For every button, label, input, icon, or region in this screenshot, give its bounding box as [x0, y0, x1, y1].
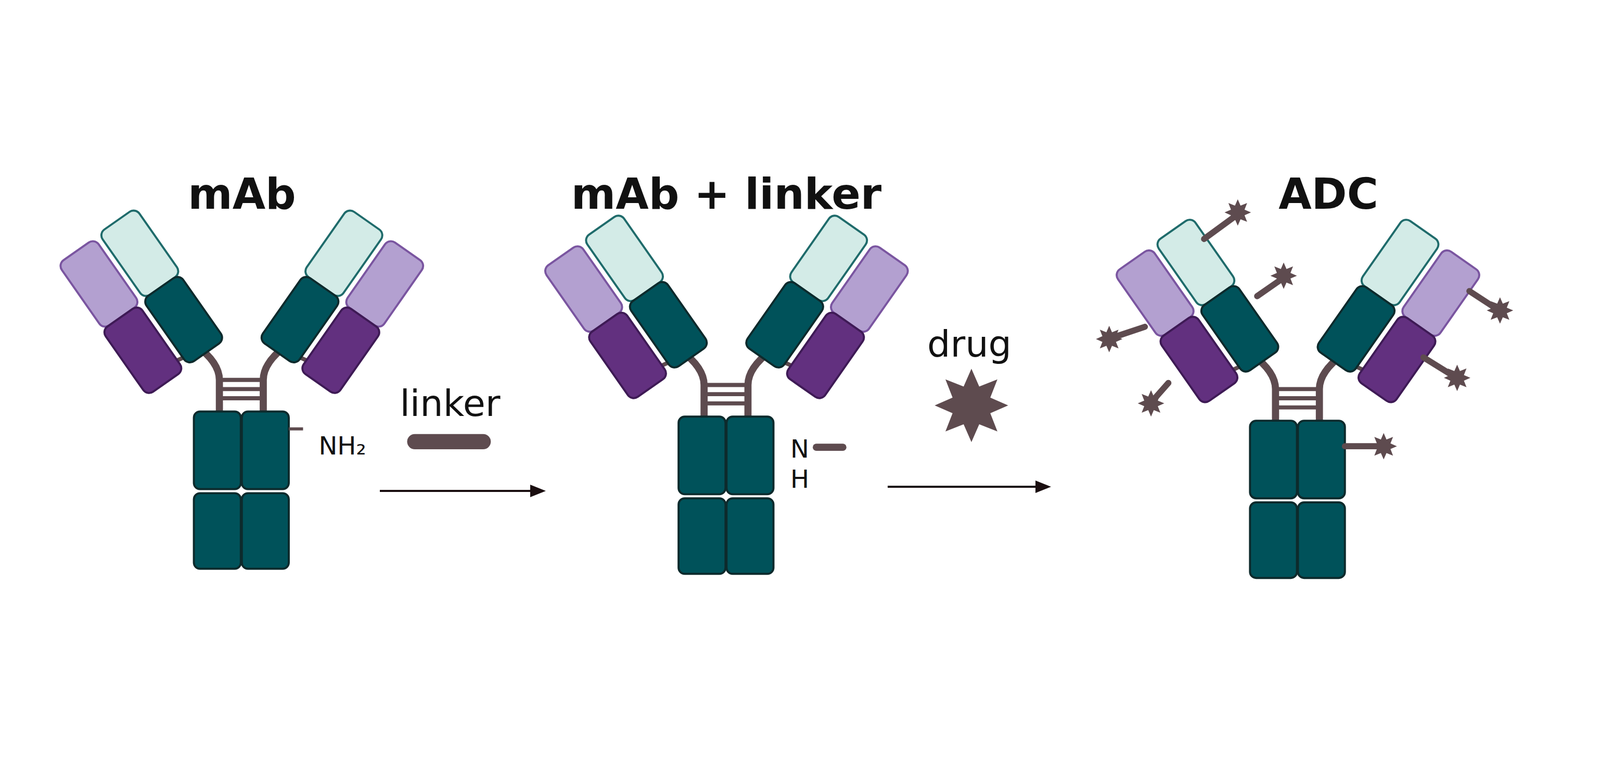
- drug-stalks: [1114, 216, 1496, 446]
- stage-title: ADC: [1121, 169, 1535, 219]
- antibody-mab: [57, 207, 427, 569]
- attached-linker: [816, 443, 843, 451]
- linker-symbol: [406, 433, 491, 450]
- group-label: H: [790, 464, 810, 494]
- drug-symbol: [934, 368, 1008, 442]
- group-label: N: [790, 433, 810, 464]
- antibody-adc: [1114, 216, 1483, 578]
- stage-title: mAb + linker: [565, 169, 888, 219]
- process-arrow: [379, 484, 546, 497]
- amine-bond: [288, 427, 303, 431]
- antibody-stage: mAb: [104, 169, 380, 576]
- conjugated-drugs: [1095, 199, 1514, 460]
- arrow-label: drug: [927, 323, 1012, 365]
- group-label: NH₂: [318, 430, 366, 460]
- stage-title: mAb: [104, 169, 380, 219]
- antibody-stage: ADC: [1051, 169, 1535, 576]
- antibody-linked: [542, 212, 912, 574]
- antibody-stage: mAb + linker: [545, 169, 888, 576]
- arrow-label: linker: [399, 382, 501, 425]
- process-arrow: [887, 480, 1052, 493]
